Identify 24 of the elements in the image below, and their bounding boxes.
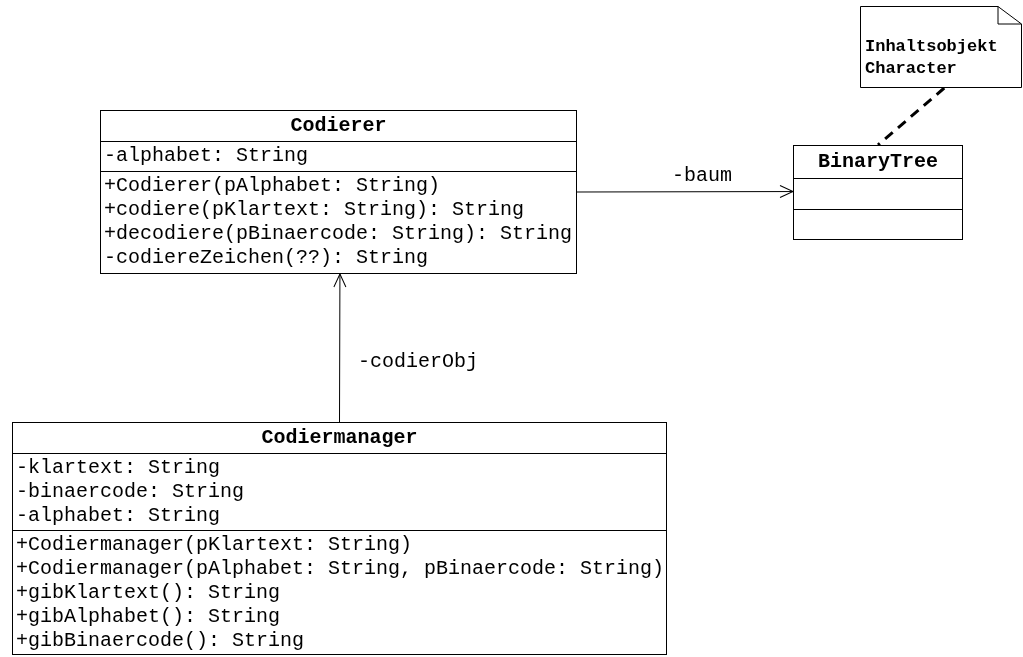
association-arrow: [333, 273, 347, 423]
class-name: Codierer: [290, 113, 387, 139]
class-member: +gibKlartext(): String: [16, 581, 282, 605]
class-member: +gibBinaercode(): String: [16, 629, 306, 653]
class-name: BinaryTree: [818, 149, 938, 176]
class-member: -klartext: String: [16, 456, 222, 480]
class-member: +codiere(pKlartext: String): String: [104, 197, 526, 222]
uml-note: [860, 6, 1022, 88]
dashed-connector: [877, 86, 946, 147]
class-member: -alphabet: String: [104, 144, 310, 168]
class-box: [793, 145, 963, 240]
class-name: Codiermanager: [261, 425, 418, 451]
class-box: [100, 110, 577, 274]
class-member: -codiereZeichen(??): String: [104, 245, 430, 270]
class-member: +gibAlphabet(): String: [16, 605, 282, 629]
class-member: +Codiermanager(pKlartext: String): [16, 533, 414, 557]
class-member: +decodiere(pBinaercode: String): String: [104, 221, 573, 246]
class-box: [12, 422, 667, 655]
association-arrow: [576, 185, 794, 199]
class-member: -binaercode: String: [16, 480, 246, 504]
note-text: Inhaltsobjekt Character: [865, 36, 999, 80]
class-member: -alphabet: String: [16, 504, 222, 528]
class-member: +Codierer(pAlphabet: String): [104, 173, 442, 198]
class-member: +Codiermanager(pAlphabet: String, pBinaercode: String): [16, 557, 663, 581]
